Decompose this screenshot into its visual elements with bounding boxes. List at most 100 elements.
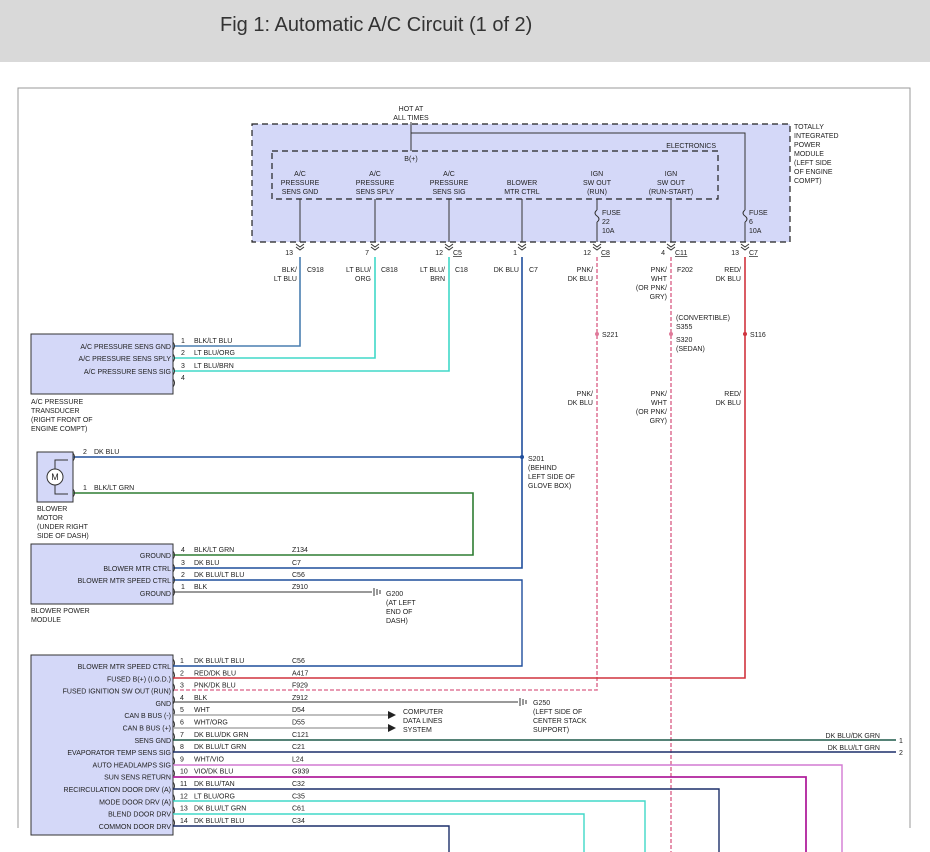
svg-text:C918: C918	[307, 267, 324, 274]
circuit-label-ac-sply: A/C PRESSURE SENS SPLY	[356, 171, 395, 196]
svg-text:INTEGRATED: INTEGRATED	[794, 133, 839, 140]
svg-text:RED/: RED/	[724, 267, 741, 274]
svg-text:PNK/: PNK/	[651, 391, 667, 398]
hvac-pin-wire: RED/DK BLU	[194, 670, 236, 677]
svg-text:BLOWER: BLOWER	[507, 180, 537, 187]
hvac-pin-number: 7	[180, 732, 184, 739]
hvac-pin-label: MODE DOOR DRV (A)	[99, 799, 171, 806]
blower-module-caption: BLOWER POWER MODULE	[31, 608, 90, 624]
svg-text:SENS SPLY: SENS SPLY	[356, 189, 395, 196]
hvac-pin-number: 8	[180, 744, 184, 751]
svg-text:LT BLU: LT BLU	[274, 276, 297, 283]
hvac-pin-label: CAN B BUS (+)	[123, 726, 171, 733]
hvac-pin-wire: WHT	[194, 707, 211, 714]
wire-ac-sply	[173, 257, 376, 359]
svg-text:MTR CTRL: MTR CTRL	[504, 189, 539, 196]
svg-text:A/C PRESSURE SENS GND: A/C PRESSURE SENS GND	[80, 344, 171, 351]
svg-text:(UNDER RIGHT: (UNDER RIGHT	[37, 524, 89, 531]
right-edge-wire-labels: DK BLU/DK GRN 1 DK BLU/LT GRN 2	[826, 733, 903, 757]
hot-at-label: HOT AT	[399, 106, 424, 113]
electronics-label: ELECTRONICS	[666, 143, 716, 150]
bplus-label: B(+)	[404, 156, 417, 163]
hvac-pin-label: COMMON DOOR DRV	[99, 824, 172, 831]
svg-text:GROUND: GROUND	[140, 591, 171, 598]
hvac-pin-circuit: C121	[292, 732, 309, 739]
connector-chevrons	[295, 243, 750, 251]
circuit-label-ac-sig: A/C PRESSURE SENS SIG	[430, 171, 469, 196]
hvac-pin-circuit: L24	[292, 756, 304, 763]
transducer-pin-labels: A/C PRESSURE SENS GND A/C PRESSURE SENS …	[79, 344, 172, 376]
svg-text:S320: S320	[676, 337, 692, 344]
hvac-pin-label: BLEND DOOR DRV	[108, 812, 171, 819]
svg-text:LT BLU/BRN: LT BLU/BRN	[194, 363, 234, 370]
svg-text:A/C: A/C	[294, 171, 306, 178]
hvac-pin-wire: DK BLU/LT BLU	[194, 658, 244, 665]
hvac-pin-circuit: D54	[292, 707, 305, 714]
hvac-pin-wire: BLK	[194, 695, 208, 702]
svg-text:(RUN-START): (RUN-START)	[649, 189, 693, 196]
svg-text:DASH): DASH)	[386, 618, 408, 625]
hvac-pin-circuit: C61	[292, 806, 305, 813]
svg-text:6: 6	[749, 219, 753, 226]
svg-text:(OR PNK/: (OR PNK/	[636, 285, 667, 292]
svg-text:TRANSDUCER: TRANSDUCER	[31, 408, 80, 415]
svg-text:SENS SIG: SENS SIG	[432, 189, 465, 196]
hvac-pin-number: 9	[180, 756, 184, 763]
svg-text:SYSTEM: SYSTEM	[403, 727, 432, 734]
svg-text:LT BLU/: LT BLU/	[420, 267, 445, 274]
wire-mode-door	[173, 800, 646, 852]
svg-text:(AT LEFT: (AT LEFT	[386, 600, 416, 607]
svg-text:DK BLU: DK BLU	[716, 276, 741, 283]
svg-text:SUPPORT): SUPPORT)	[533, 727, 569, 734]
svg-text:12: 12	[583, 250, 591, 257]
transducer-caption: A/C PRESSURE TRANSDUCER (RIGHT FRONT OF …	[31, 399, 93, 433]
svg-text:ORG: ORG	[355, 276, 371, 283]
svg-text:SENS GND: SENS GND	[282, 189, 319, 196]
svg-text:G250: G250	[533, 700, 550, 707]
module-connector-ends	[72, 341, 175, 597]
svg-text:C7: C7	[529, 267, 538, 274]
svg-text:2: 2	[181, 572, 185, 579]
computer-data-lines-label: COMPUTER DATA LINES SYSTEM	[403, 709, 443, 734]
blower-module-pin-labels: GROUND BLOWER MTR CTRL BLOWER MTR SPEED …	[78, 553, 171, 598]
wire-sun-sens	[173, 776, 807, 852]
svg-text:SW OUT: SW OUT	[583, 180, 612, 187]
hvac-pin-number: 6	[180, 720, 184, 727]
hvac-pin-wire: WHT/ORG	[194, 720, 228, 727]
svg-text:WHT: WHT	[651, 400, 668, 407]
svg-text:2: 2	[899, 750, 903, 757]
svg-text:(OR PNK/: (OR PNK/	[636, 409, 667, 416]
svg-text:ENGINE COMPT): ENGINE COMPT)	[31, 426, 87, 433]
g250-ground-label: G250 (LEFT SIDE OF CENTER STACK SUPPORT)	[533, 700, 587, 734]
svg-text:1: 1	[181, 338, 185, 345]
svg-text:CENTER STACK: CENTER STACK	[533, 718, 587, 725]
hvac-pin-number: 1	[180, 658, 184, 665]
svg-text:PNK/: PNK/	[577, 391, 593, 398]
svg-text:SIDE OF DASH): SIDE OF DASH)	[37, 533, 89, 540]
svg-text:A/C PRESSURE SENS SIG: A/C PRESSURE SENS SIG	[84, 369, 171, 376]
svg-text:(LEFT SIDE OF: (LEFT SIDE OF	[533, 709, 582, 716]
hvac-pin-circuit: C56	[292, 658, 305, 665]
hvac-pin-label: GND	[155, 701, 171, 708]
bplus-feed-line	[410, 122, 746, 210]
svg-text:BLK/LT BLU: BLK/LT BLU	[194, 338, 232, 345]
ac-pressure-transducer-box	[30, 333, 174, 395]
svg-text:PNK/: PNK/	[577, 267, 593, 274]
hvac-pin-wire: LT BLU/ORG	[194, 793, 235, 800]
svg-text:M: M	[51, 472, 59, 482]
svg-text:7: 7	[365, 250, 369, 257]
svg-text:DK BLU: DK BLU	[494, 267, 519, 274]
hvac-pin-circuit: C34	[292, 818, 305, 825]
svg-text:DK BLU/LT GRN: DK BLU/LT GRN	[828, 745, 880, 752]
wire-red-dk-blu	[173, 257, 746, 679]
hvac-pin-label: SUN SENS RETURN	[104, 775, 171, 782]
svg-text:END OF: END OF	[386, 609, 412, 616]
svg-text:PRESSURE: PRESSURE	[356, 180, 395, 187]
svg-text:C18: C18	[455, 267, 468, 274]
svg-text:GROUND: GROUND	[140, 553, 171, 560]
svg-text:(RUN): (RUN)	[587, 189, 607, 196]
svg-text:IGN: IGN	[665, 171, 677, 178]
circuit-label-blower: BLOWER MTR CTRL	[504, 180, 539, 196]
figure-title: Fig 1: Automatic A/C Circuit (1 of 2)	[220, 14, 533, 36]
svg-text:S355: S355	[676, 324, 692, 331]
